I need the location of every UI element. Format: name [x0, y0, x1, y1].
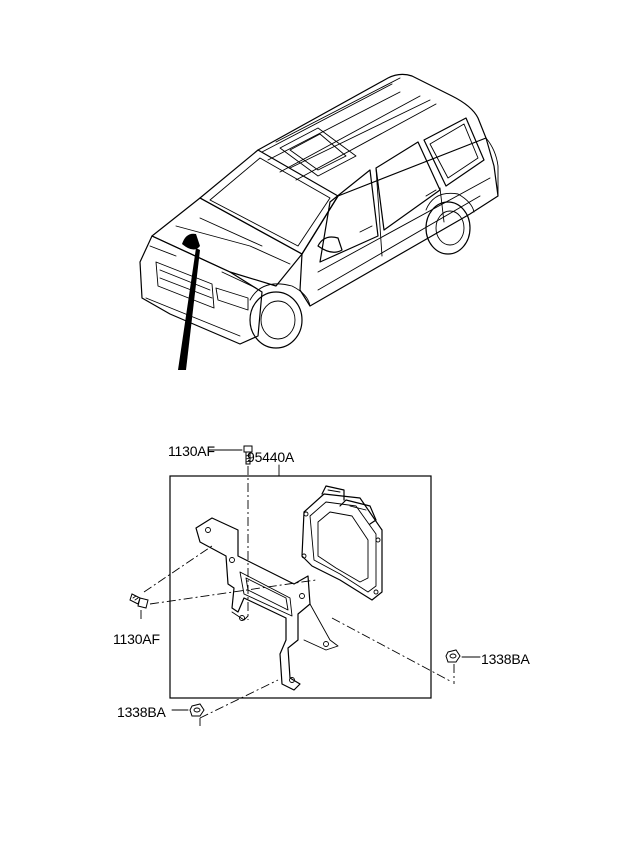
bolt-top-icon	[243, 445, 253, 465]
bolt-left-icon	[129, 593, 149, 609]
label-1338BA-right: 1338BA	[481, 651, 530, 667]
assembly-box	[169, 475, 432, 699]
label-1130AF-top: 1130AF	[168, 443, 215, 459]
vehicle-illustration	[139, 73, 499, 370]
label-95440A: 95440A	[247, 449, 295, 465]
label-1130AF-left: 1130AF	[113, 631, 160, 647]
nut-right-icon	[445, 649, 461, 663]
mounting-bracket	[195, 517, 339, 691]
label-1338BA-bottom: 1338BA	[117, 704, 166, 720]
ecu-module	[301, 485, 383, 601]
nut-bottom-icon	[189, 703, 205, 717]
